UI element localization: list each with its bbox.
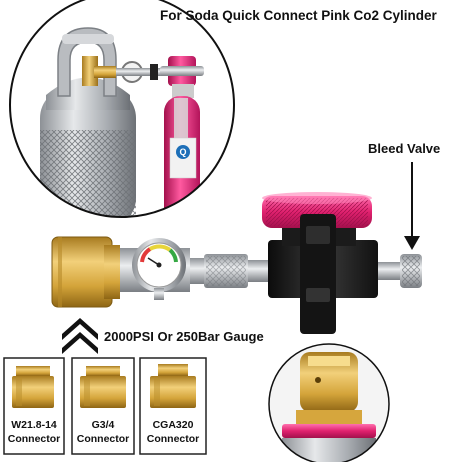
up-arrow-icon	[62, 318, 98, 354]
gauge-label: 2000PSI Or 250Bar Gauge	[104, 329, 264, 344]
connector-name: G3/4	[91, 419, 115, 431]
adapter-assembly	[51, 192, 422, 334]
inset-connector-tip	[269, 344, 389, 464]
bleed-valve-label: Bleed Valve	[368, 141, 441, 156]
connector-label-2: G3/4 Connector	[72, 418, 134, 446]
connector-caption: Connector	[146, 433, 200, 445]
connector-name: W21.8-14	[11, 419, 57, 431]
headline: For Soda Quick Connect Pink Co2 Cylinder	[160, 8, 437, 23]
connector-caption: Connector	[7, 433, 61, 445]
connector-label-1: W21.8-14 Connector	[4, 418, 64, 446]
connector-box-1	[3, 357, 65, 455]
connector-caption: Connector	[76, 433, 130, 445]
q-logo-icon	[176, 145, 190, 159]
bleed-valve-pointer	[404, 162, 420, 250]
connector-box-2	[71, 357, 135, 455]
connector-box-3	[139, 357, 207, 455]
connector-label-3: CGA320 Connector	[140, 418, 206, 446]
svg-text:Q: Q	[179, 147, 186, 157]
inset-circle-frame	[9, 0, 235, 218]
connector-name: CGA320	[152, 419, 194, 431]
